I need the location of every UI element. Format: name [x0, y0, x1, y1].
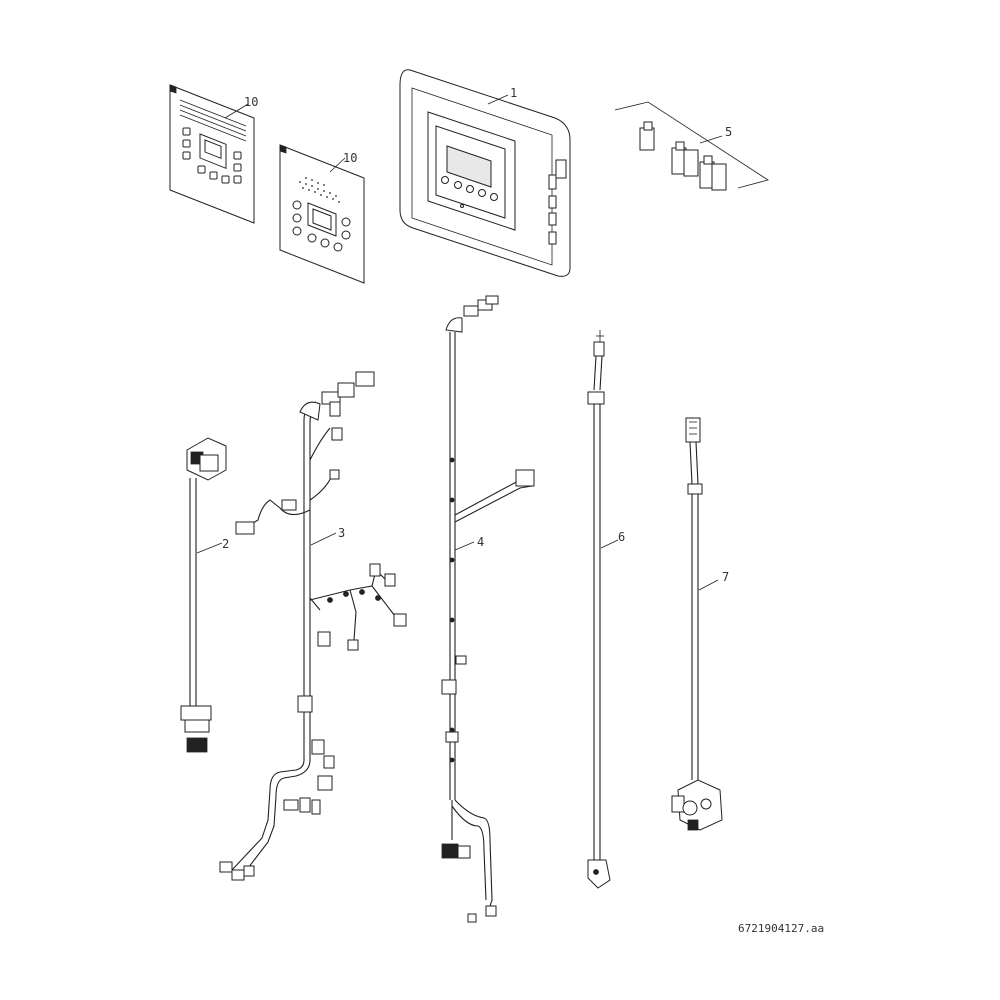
callout-6: 6: [618, 530, 625, 544]
callout-10-b: 10: [343, 151, 357, 165]
control-unit-housing: [399, 69, 571, 277]
front-cover-panel-a: [169, 84, 255, 224]
callout-4: 4: [477, 535, 484, 549]
document-number: 6721904127.aa: [738, 922, 824, 935]
connector-plug-set: [614, 101, 769, 191]
callout-2: 2: [222, 537, 229, 551]
callout-3: 3: [338, 526, 345, 540]
cable-actuator-7: [671, 417, 723, 831]
cable-harness-3: [219, 371, 407, 881]
cable-harness-4: [441, 295, 535, 923]
callout-7: 7: [722, 570, 729, 584]
front-cover-panel-b: [279, 144, 365, 284]
callout-1: 1: [510, 86, 517, 100]
power-cable-6: [587, 330, 619, 889]
cable-harness-2: [180, 437, 227, 753]
callout-5: 5: [725, 125, 732, 139]
callout-10-a: 10: [244, 95, 258, 109]
